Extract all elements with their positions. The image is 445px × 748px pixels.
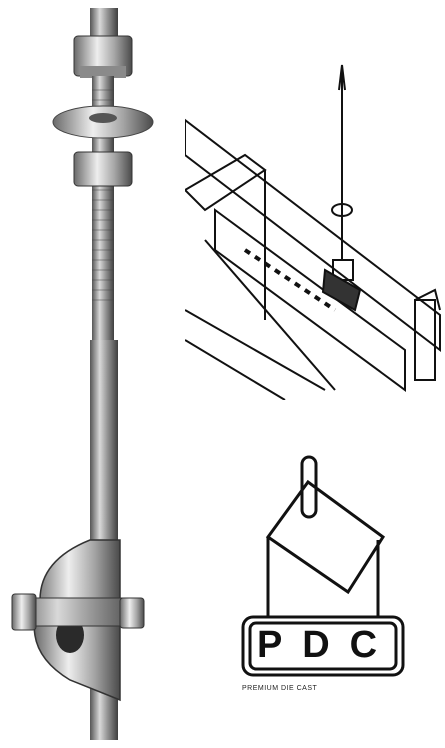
lower-nut [73, 151, 133, 187]
rod-tip [90, 8, 118, 36]
logo-letters: P D C [248, 622, 388, 668]
logo-letter-c: C [349, 623, 380, 666]
threaded-rod [92, 76, 114, 346]
beam-top [185, 118, 441, 353]
installation-diagram [185, 64, 441, 400]
logo-letter-p: P [256, 623, 285, 666]
product-photo [11, 8, 154, 740]
logo-letter-d: D [302, 623, 332, 666]
logo-caption: PREMIUM DIE CAST [242, 685, 318, 692]
pdc-logo [241, 455, 405, 677]
